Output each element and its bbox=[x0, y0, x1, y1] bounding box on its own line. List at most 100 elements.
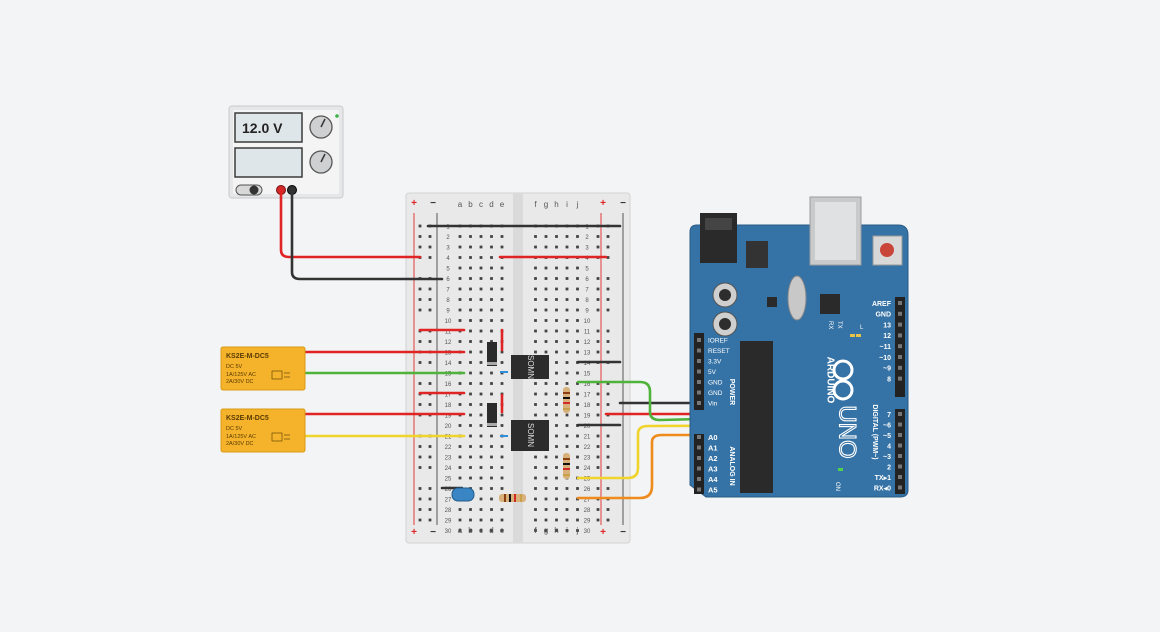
breadboard-hole[interactable] bbox=[490, 497, 493, 501]
breadboard-hole[interactable] bbox=[458, 382, 462, 385]
breadboard-hole[interactable] bbox=[490, 529, 493, 532]
breadboard-hole[interactable] bbox=[544, 466, 548, 469]
breadboard-hole[interactable] bbox=[534, 497, 537, 501]
breadboard-hole[interactable] bbox=[479, 487, 483, 490]
breadboard-hole[interactable] bbox=[469, 424, 472, 427]
rail-hole[interactable] bbox=[606, 256, 610, 259]
breadboard-hole[interactable] bbox=[555, 382, 558, 385]
breadboard-hole[interactable] bbox=[576, 445, 579, 448]
breadboard-hole[interactable] bbox=[469, 266, 472, 270]
breadboard-hole[interactable] bbox=[534, 403, 537, 406]
breadboard-hole[interactable] bbox=[490, 235, 493, 238]
breadboard-hole[interactable] bbox=[500, 466, 504, 469]
breadboard-hole[interactable] bbox=[576, 319, 579, 322]
breadboard-hole[interactable] bbox=[458, 340, 462, 343]
rail-hole[interactable] bbox=[596, 277, 600, 280]
breadboard-hole[interactable] bbox=[534, 508, 537, 511]
arduino-orange-signal[interactable] bbox=[576, 433, 902, 500]
breadboard-hole[interactable] bbox=[479, 361, 483, 364]
breadboard-hole[interactable] bbox=[565, 329, 569, 333]
breadboard-hole[interactable] bbox=[469, 476, 472, 480]
breadboard-hole[interactable] bbox=[490, 266, 493, 270]
breadboard-hole[interactable] bbox=[490, 298, 493, 301]
arduino-yellow-signal[interactable] bbox=[576, 423, 902, 480]
breadboard-hole[interactable] bbox=[544, 455, 548, 459]
breadboard-hole[interactable] bbox=[544, 497, 548, 501]
breadboard-hole[interactable] bbox=[544, 508, 548, 511]
breadboard-hole[interactable] bbox=[534, 350, 537, 354]
breadboard-hole[interactable] bbox=[479, 529, 483, 532]
breadboard-hole[interactable] bbox=[479, 413, 483, 417]
breadboard-hole[interactable] bbox=[576, 235, 579, 238]
rail-hole[interactable] bbox=[418, 497, 422, 501]
breadboard-hole[interactable] bbox=[555, 340, 558, 343]
breadboard-hole[interactable] bbox=[490, 445, 493, 448]
rail-hole[interactable] bbox=[606, 287, 610, 291]
breadboard-hole[interactable] bbox=[544, 529, 548, 532]
breadboard-hole[interactable] bbox=[490, 508, 493, 511]
rail-hole[interactable] bbox=[596, 382, 600, 385]
breadboard-hole[interactable] bbox=[469, 508, 472, 511]
breadboard-hole[interactable] bbox=[555, 245, 558, 249]
ic-2[interactable] bbox=[511, 420, 549, 451]
breadboard-hole[interactable] bbox=[576, 455, 579, 459]
breadboard-hole[interactable] bbox=[576, 434, 579, 438]
rail-hole[interactable] bbox=[606, 455, 610, 459]
rail-hole[interactable] bbox=[596, 403, 600, 406]
breadboard-hole[interactable] bbox=[565, 277, 569, 280]
rail-hole[interactable] bbox=[428, 445, 432, 448]
breadboard-hole[interactable] bbox=[555, 476, 558, 480]
rail-hole[interactable] bbox=[418, 382, 422, 385]
digital-pin[interactable] bbox=[898, 365, 902, 370]
breadboard-hole[interactable] bbox=[534, 340, 537, 343]
breadboard-hole[interactable] bbox=[469, 361, 472, 364]
breadboard-hole[interactable] bbox=[576, 392, 579, 396]
digital-pin[interactable] bbox=[898, 311, 902, 316]
breadboard-hole[interactable] bbox=[544, 382, 548, 385]
digital-pin[interactable] bbox=[898, 333, 902, 338]
breadboard-hole[interactable] bbox=[490, 476, 493, 480]
rail-hole[interactable] bbox=[606, 340, 610, 343]
rail-hole[interactable] bbox=[428, 361, 432, 364]
breadboard-hole[interactable] bbox=[565, 382, 569, 385]
breadboard-hole[interactable] bbox=[565, 434, 569, 438]
breadboard-hole[interactable] bbox=[469, 308, 472, 312]
breadboard-hole[interactable] bbox=[458, 476, 462, 480]
breadboard-hole[interactable] bbox=[479, 277, 483, 280]
breadboard-hole[interactable] bbox=[565, 350, 569, 354]
psu-negative-wire[interactable] bbox=[290, 188, 444, 281]
breadboard-hole[interactable] bbox=[576, 518, 579, 522]
breadboard-hole[interactable] bbox=[500, 529, 504, 532]
rail-hole[interactable] bbox=[596, 235, 600, 238]
breadboard-hole[interactable] bbox=[576, 371, 579, 375]
breadboard-hole[interactable] bbox=[555, 455, 558, 459]
rail-hole[interactable] bbox=[428, 340, 432, 343]
breadboard-hole[interactable] bbox=[469, 529, 472, 532]
breadboard-hole[interactable] bbox=[500, 455, 504, 459]
breadboard-hole[interactable] bbox=[544, 298, 548, 301]
rail-hole[interactable] bbox=[428, 403, 432, 406]
breadboard-hole[interactable] bbox=[534, 466, 537, 469]
rail-hole[interactable] bbox=[596, 518, 600, 522]
breadboard-hole[interactable] bbox=[565, 308, 569, 312]
breadboard-hole[interactable] bbox=[469, 455, 472, 459]
power-pin[interactable] bbox=[697, 390, 701, 395]
rail-hole[interactable] bbox=[596, 445, 600, 448]
rail-hole[interactable] bbox=[428, 245, 432, 249]
rail-hole[interactable] bbox=[428, 487, 432, 490]
breadboard-hole[interactable] bbox=[479, 256, 483, 259]
breadboard-hole[interactable] bbox=[479, 287, 483, 291]
digital-pin[interactable] bbox=[898, 376, 902, 381]
breadboard-hole[interactable] bbox=[534, 518, 537, 522]
breadboard-hole[interactable] bbox=[576, 277, 579, 280]
breadboard-hole[interactable] bbox=[500, 287, 504, 291]
breadboard-hole[interactable] bbox=[500, 235, 504, 238]
breadboard-hole[interactable] bbox=[534, 319, 537, 322]
breadboard-hole[interactable] bbox=[500, 245, 504, 249]
power-supply[interactable]: 12.0 V bbox=[228, 105, 344, 199]
breadboard-hole[interactable] bbox=[576, 350, 579, 354]
breadboard-hole[interactable] bbox=[490, 277, 493, 280]
rail-hole[interactable] bbox=[606, 403, 610, 406]
power-pin[interactable] bbox=[697, 380, 701, 384]
breadboard-hole[interactable] bbox=[555, 466, 558, 469]
